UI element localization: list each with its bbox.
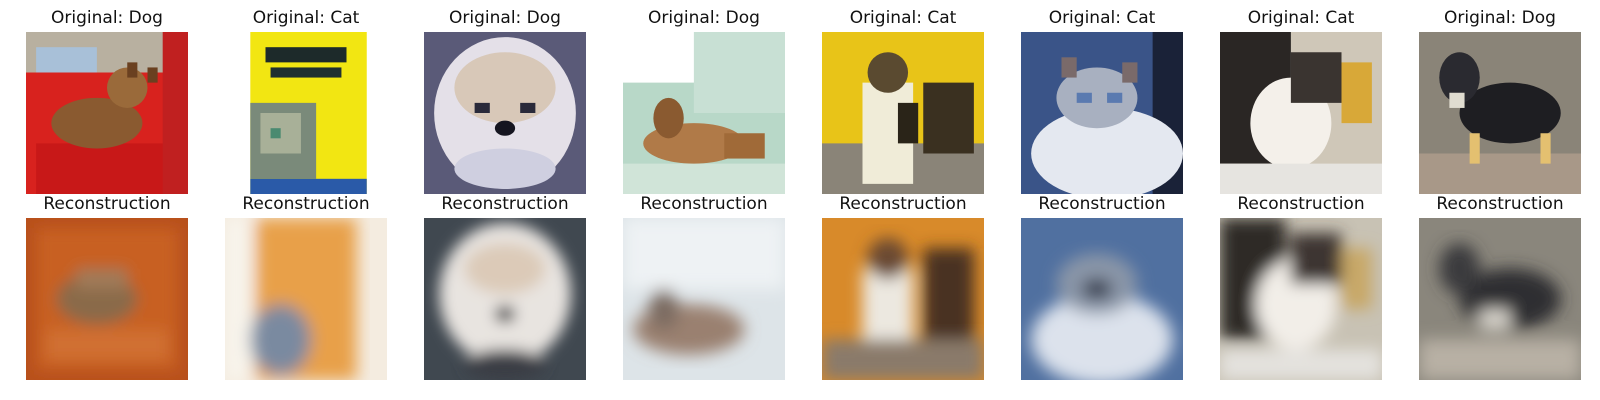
panel-title: Reconstruction: [839, 194, 967, 214]
reconstruction-image: [26, 218, 188, 380]
panel-title: Original: Dog: [51, 8, 163, 28]
reconstruction-image: [822, 218, 984, 380]
original-image-dog: [424, 32, 586, 194]
original-image-cat: [822, 32, 984, 194]
panel-title: Reconstruction: [640, 194, 768, 214]
panel-title: Reconstruction: [1237, 194, 1365, 214]
original-image-cat: [1021, 32, 1183, 194]
original-image-dog: [1419, 32, 1581, 194]
reconstruction-image: [225, 218, 387, 380]
reconstruction-image: [1021, 218, 1183, 380]
panel-title: Original: Dog: [648, 8, 760, 28]
panel-title: Original: Cat: [1247, 8, 1355, 28]
original-image-cat: [225, 32, 387, 194]
original-image-dog: [26, 32, 188, 194]
panel-title: Reconstruction: [43, 194, 171, 214]
reconstruction-image: [424, 218, 586, 380]
panel-title: Original: Dog: [1444, 8, 1556, 28]
panel-title: Reconstruction: [1436, 194, 1564, 214]
panel-title: Original: Cat: [1048, 8, 1156, 28]
reconstruction-image: [623, 218, 785, 380]
panel-title: Original: Dog: [449, 8, 561, 28]
original-image-cat: [1220, 32, 1382, 194]
panel-title: Reconstruction: [1038, 194, 1166, 214]
reconstruction-image: [1220, 218, 1382, 380]
panel-title: Reconstruction: [242, 194, 370, 214]
panel-title: Original: Cat: [252, 8, 360, 28]
original-image-dog: [623, 32, 785, 194]
reconstruction-image: [1419, 218, 1581, 380]
panel-title: Reconstruction: [441, 194, 569, 214]
panel-title: Original: Cat: [849, 8, 957, 28]
